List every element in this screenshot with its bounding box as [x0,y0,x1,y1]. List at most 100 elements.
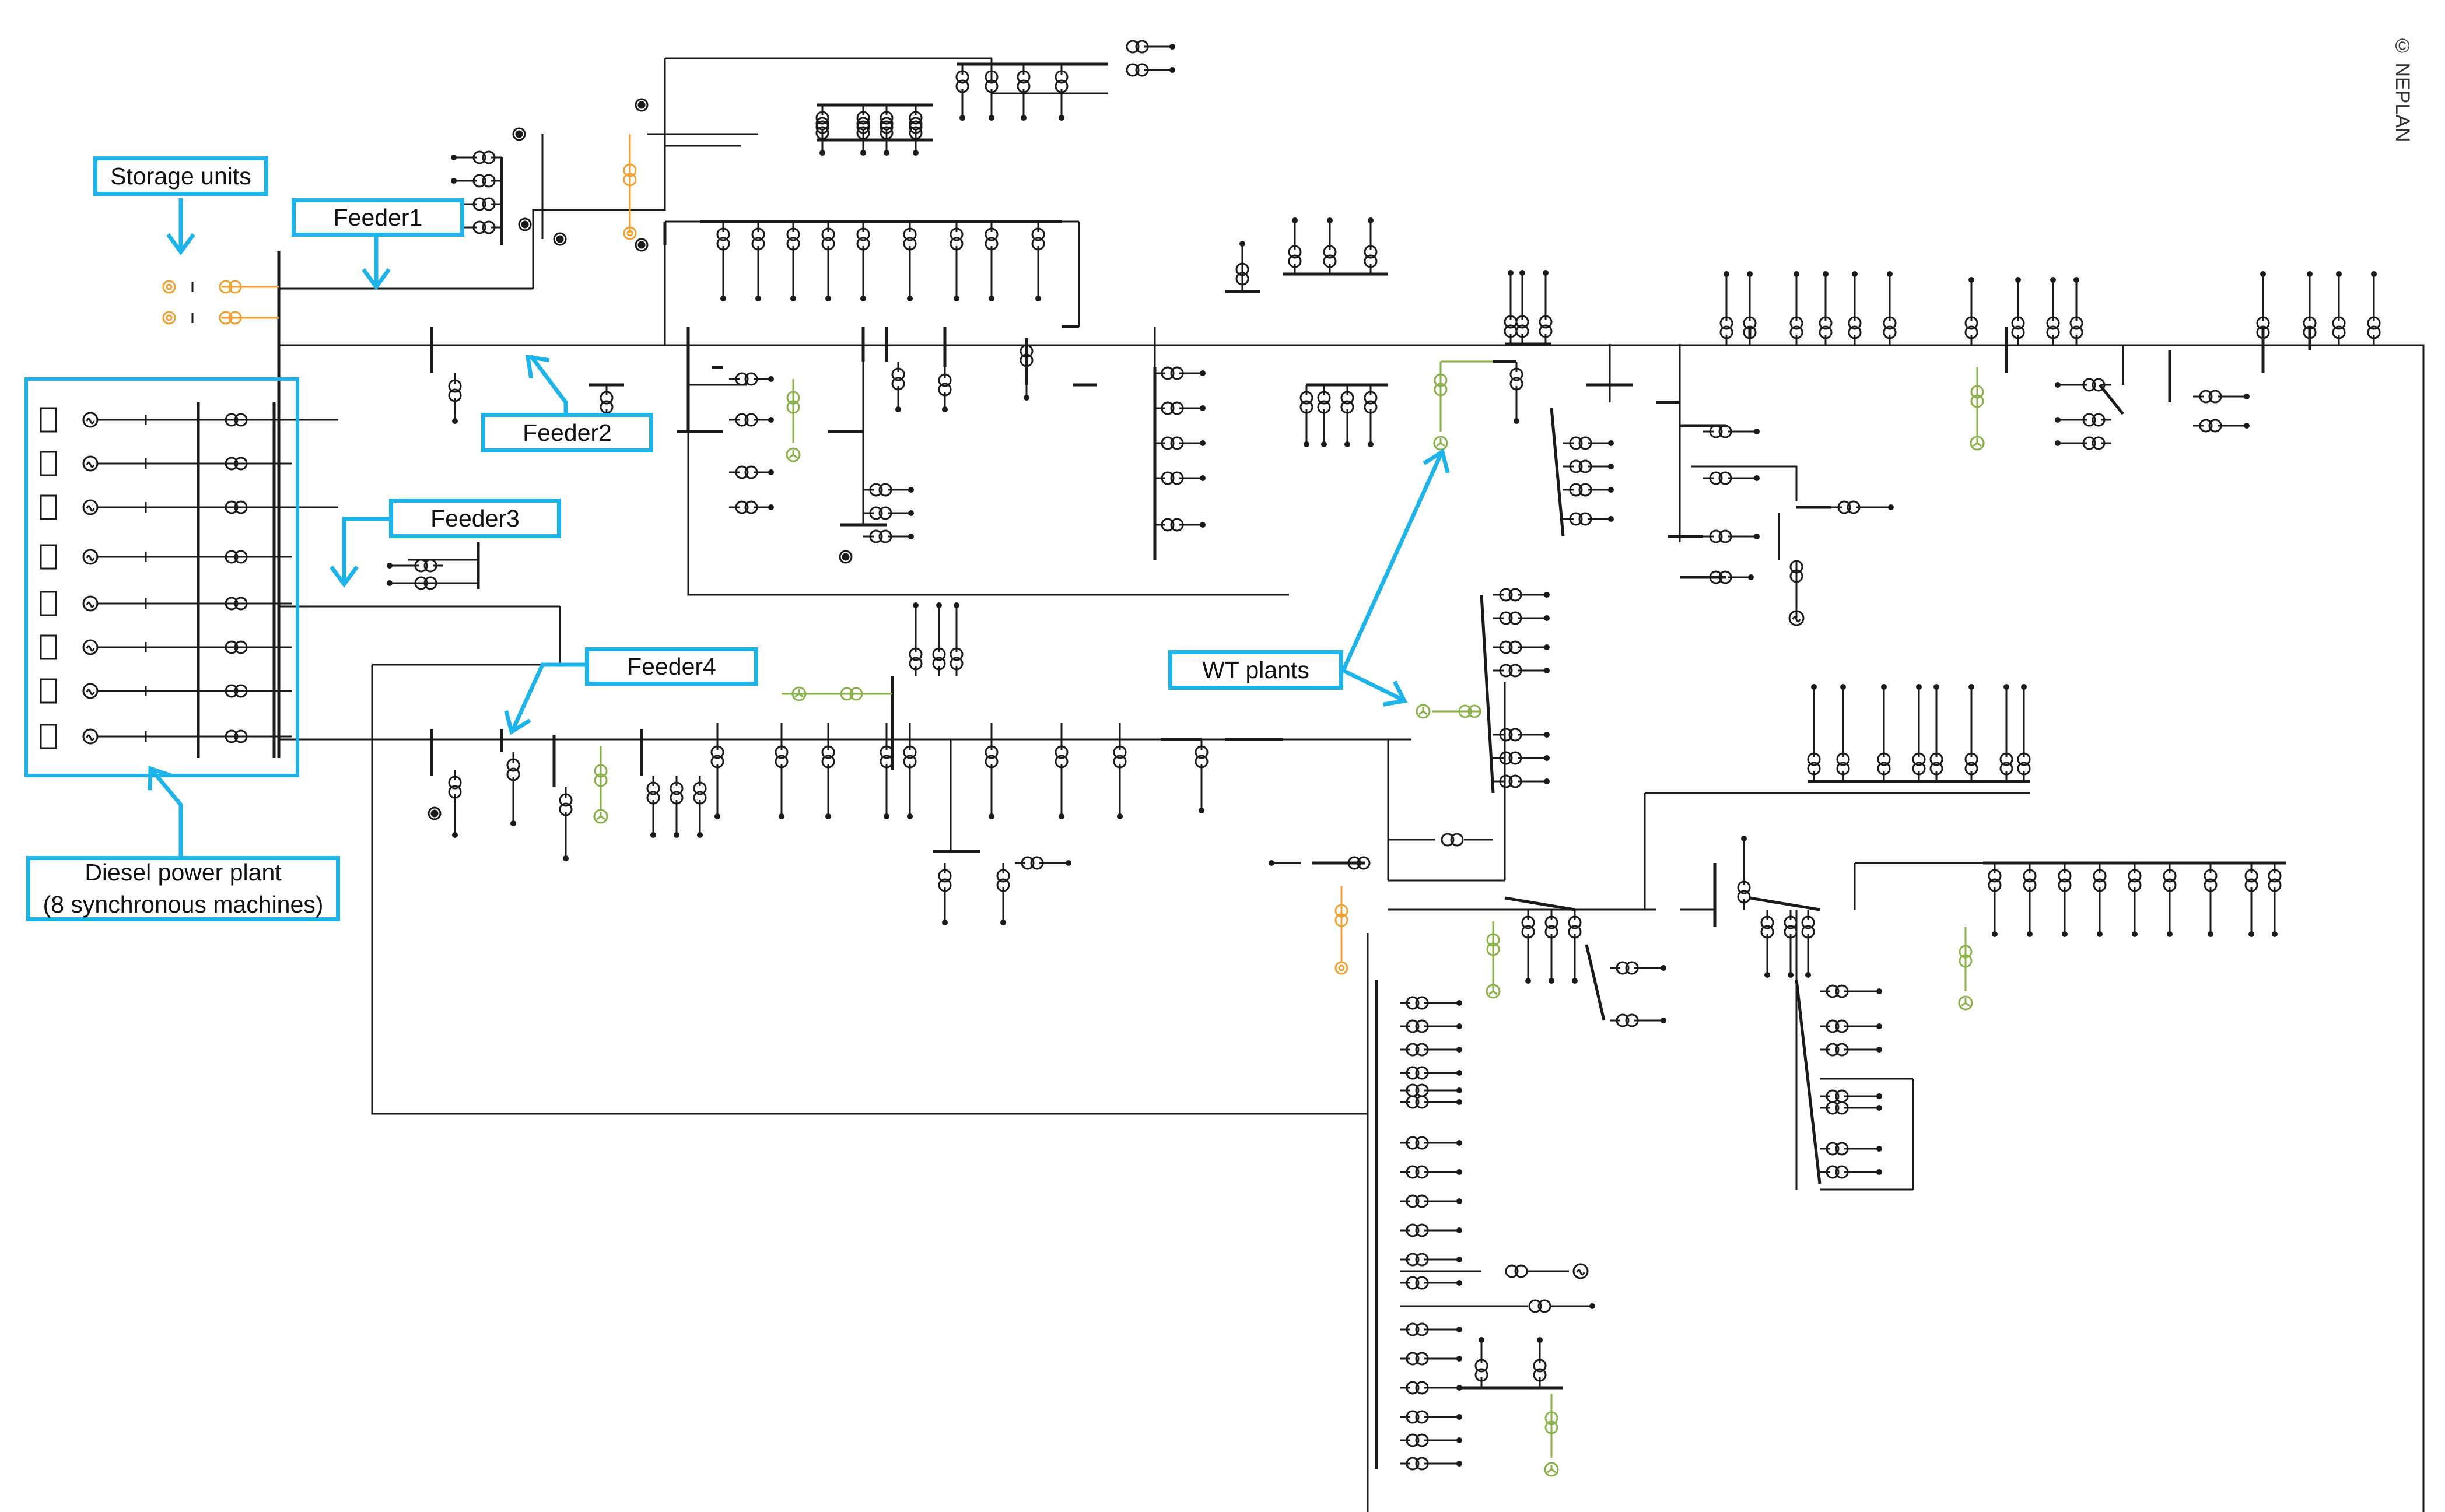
load-node [779,813,784,819]
generator-icon [82,455,99,472]
load-node [1992,931,1998,937]
load-node [1514,418,1519,424]
generator-icon [82,412,99,428]
load-node [1200,475,1206,481]
load-node [895,406,901,412]
load-node [942,406,948,412]
load-node [387,563,393,569]
load-node [790,296,796,301]
load-node [1368,217,1374,223]
load-node [942,920,948,925]
load-node [825,296,831,301]
load-node [1304,441,1309,447]
load-node [825,813,831,819]
generator-icon [1572,1263,1589,1279]
feeder3-text: Feeder3 [430,505,520,532]
load-node [1199,808,1204,813]
load-node [2244,423,2250,429]
feeder2-arrow-head [525,354,550,379]
load-node [1608,440,1614,446]
pv-icon [512,127,526,141]
load-node [1754,534,1760,539]
storage-icon [1334,961,1348,975]
wt-arrow-up-head [1423,448,1450,473]
load-node [1794,271,1799,277]
load-node [768,469,774,475]
load-node [1572,978,1578,984]
load-node [908,510,914,516]
load-node [1066,860,1071,866]
storage-icon [623,226,637,240]
load-node [1169,44,1175,50]
load-node [936,602,942,608]
load-node [907,296,913,301]
load-node [1608,516,1614,522]
load-node [989,115,994,121]
load-node [650,832,656,838]
wind-turbine-icon [1970,436,1985,451]
load-node [884,813,889,819]
load-node [1876,1146,1882,1152]
load-node [2062,931,2068,937]
load-node [1537,1337,1543,1343]
storage-icon [162,311,176,325]
load-node [1508,270,1514,276]
load-node [2244,394,2250,399]
load-node [1456,1023,1462,1029]
load-node [1811,684,1817,690]
load-node [1748,574,1754,580]
line [371,665,1368,1115]
feeder2-text: Feeder2 [523,419,612,446]
load-node [959,115,965,121]
diesel-arrow-head [148,766,172,791]
load-node [2055,382,2061,388]
load-node [1021,115,1027,121]
feeder4-arrow [511,662,585,730]
load-node [1456,1087,1462,1093]
wind-turbine-icon [786,447,801,462]
machine-block-icon [40,451,57,476]
load-node [2055,417,2061,423]
line [279,344,2425,1512]
load-node [714,813,720,819]
load-node [907,813,913,819]
line [687,432,1289,596]
wind-turbine-icon [1486,984,1501,999]
wt-plants-text: WT plants [1202,657,1309,683]
wind-turbine-icon [1958,995,1973,1011]
feeder3-label: Feeder3 [389,499,561,538]
transformer-icon [1347,856,1371,870]
load-node [2260,271,2266,277]
load-node [1823,271,1829,277]
feeder3-arrow-head [330,565,359,588]
load-node [1876,1169,1882,1175]
load-node [1876,1047,1882,1053]
load-node [697,832,703,838]
wind-turbine-icon [1416,704,1431,719]
machine-block-icon [40,591,57,616]
load-node [1741,836,1747,841]
load-node [908,534,914,539]
load-node [1881,684,1887,690]
diesel-plant-text-line2: (8 synchronous machines) [43,891,324,918]
busbar [1480,594,1495,794]
load-node [860,296,866,301]
busbar [2099,384,2124,415]
load-node [1269,860,1274,866]
storage-units-text: Storage units [110,163,251,190]
load-node [2272,931,2278,937]
load-node [884,150,889,156]
load-node [1888,504,1894,510]
load-node [1456,1047,1462,1053]
transformer-icon [815,117,829,140]
diesel-plant-box [24,377,299,777]
wind-turbine-icon [791,686,807,701]
load-node [1876,1023,1882,1029]
busbar [1749,896,1820,911]
load-node [768,417,774,423]
load-node [2248,931,2254,937]
load-node [768,504,774,510]
line [1691,465,1798,501]
load-node [2208,931,2213,937]
pv-icon [553,232,567,246]
